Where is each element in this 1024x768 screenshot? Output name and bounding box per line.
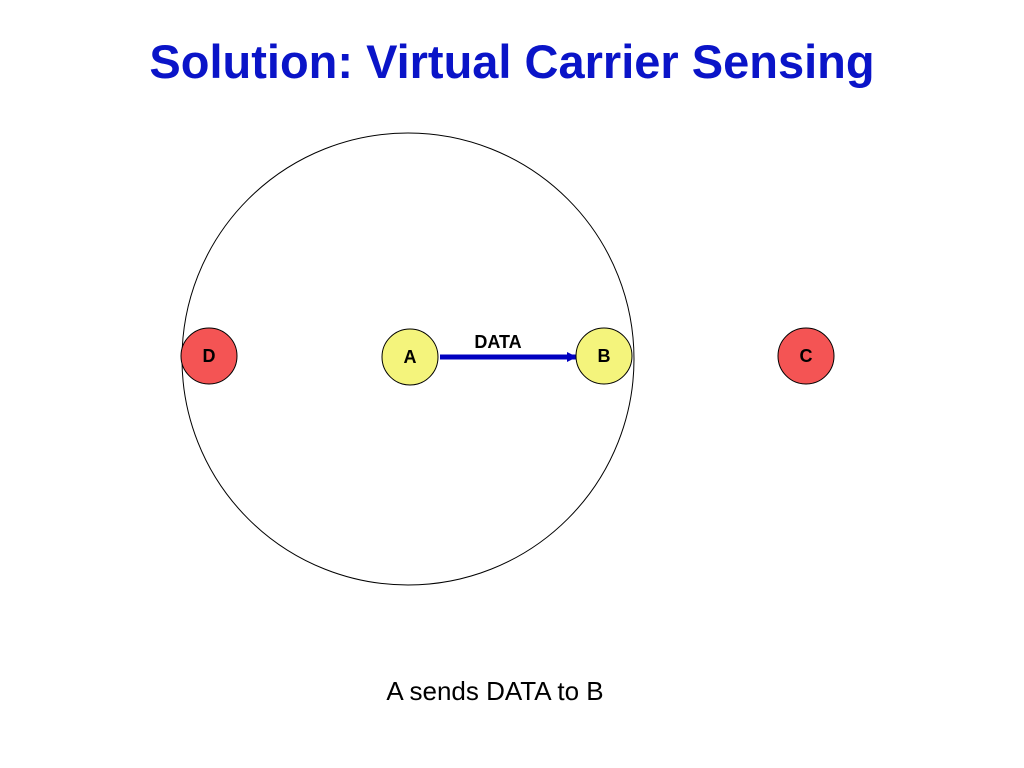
node-c-label: C bbox=[800, 346, 813, 366]
node-b: B bbox=[575, 327, 633, 385]
node-a-label: A bbox=[404, 347, 417, 367]
slide-caption: A sends DATA to B bbox=[386, 676, 604, 706]
node-d-circle bbox=[180, 327, 238, 385]
node-c-circle bbox=[777, 327, 835, 385]
node-b-label: B bbox=[598, 346, 611, 366]
node-c: C bbox=[777, 327, 835, 385]
node-b-circle bbox=[575, 327, 633, 385]
node-d: D bbox=[180, 327, 238, 385]
node-a-circle bbox=[381, 328, 439, 386]
slide-title: Solution: Virtual Carrier Sensing bbox=[149, 35, 875, 88]
data-arrow-label: DATA bbox=[474, 332, 521, 352]
node-d-label: D bbox=[203, 346, 216, 366]
node-a: A bbox=[381, 328, 439, 386]
